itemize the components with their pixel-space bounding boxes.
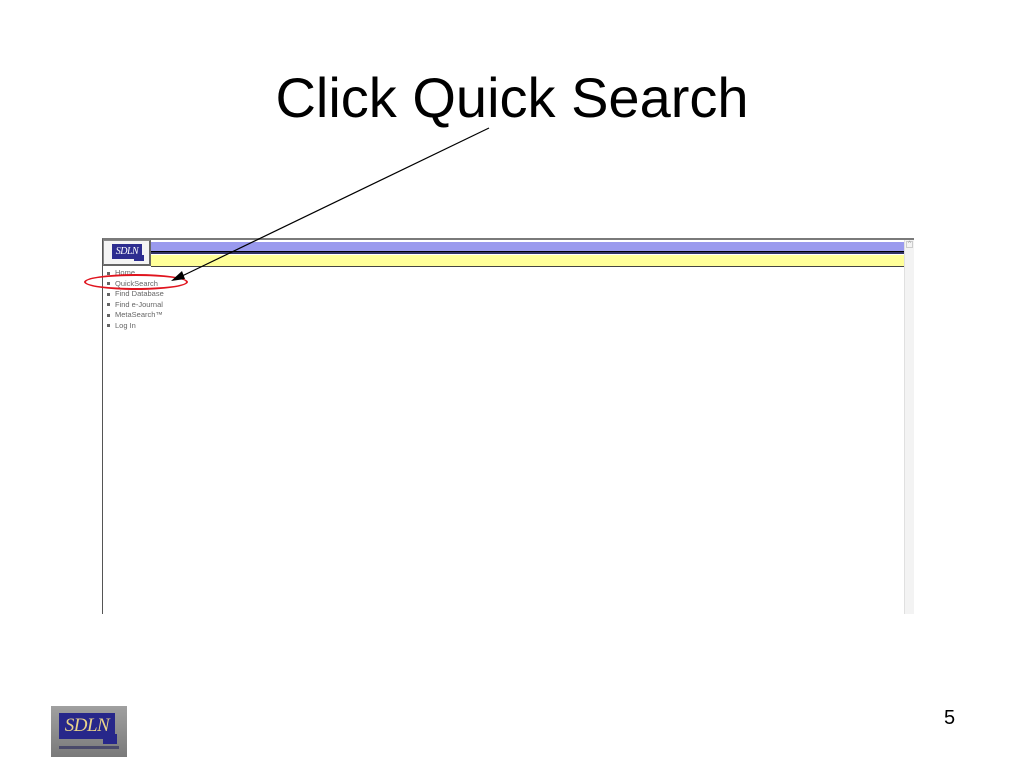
bullet-icon bbox=[107, 324, 110, 328]
header-divider bbox=[151, 252, 905, 254]
header-bar-yellow bbox=[151, 255, 905, 267]
slide-title: Click Quick Search bbox=[275, 66, 749, 129]
bullet-icon bbox=[107, 292, 110, 296]
nav-item-label: Find e-Journal bbox=[115, 299, 163, 309]
bullet-icon bbox=[107, 303, 110, 307]
browser-screenshot: SDLN Home QuickSearch Find Database Find… bbox=[102, 238, 914, 614]
nav-item-label: Log In bbox=[115, 320, 136, 330]
nav-item-home[interactable]: Home bbox=[107, 268, 164, 279]
sdln-home-logo-link[interactable]: SDLN bbox=[103, 240, 151, 266]
nav-item-log-in[interactable]: Log In bbox=[107, 321, 164, 332]
highlight-circle bbox=[84, 274, 188, 290]
logo-decoration bbox=[134, 255, 144, 261]
slide-number: 5 bbox=[944, 707, 956, 729]
footer-logo-decoration bbox=[103, 734, 117, 744]
nav-item-metasearch[interactable]: MetaSearch™ bbox=[107, 310, 164, 321]
nav-item-label: Find Database bbox=[115, 289, 164, 298]
scroll-up-arrow-icon[interactable]: ^ bbox=[906, 241, 913, 248]
nav-item-find-database[interactable]: Find Database bbox=[107, 289, 164, 300]
footer-logo-tagline bbox=[59, 746, 119, 749]
bullet-icon bbox=[107, 313, 110, 317]
footer-logo: SDLN bbox=[51, 706, 127, 757]
nav-item-label: MetaSearch™ bbox=[115, 310, 163, 319]
bullet-icon bbox=[107, 271, 110, 275]
nav-item-find-ejournal[interactable]: Find e-Journal bbox=[107, 300, 164, 311]
vertical-scrollbar[interactable]: ^ bbox=[904, 240, 914, 614]
header-bar-blue bbox=[151, 242, 905, 252]
nav-item-label: Home bbox=[115, 268, 136, 277]
